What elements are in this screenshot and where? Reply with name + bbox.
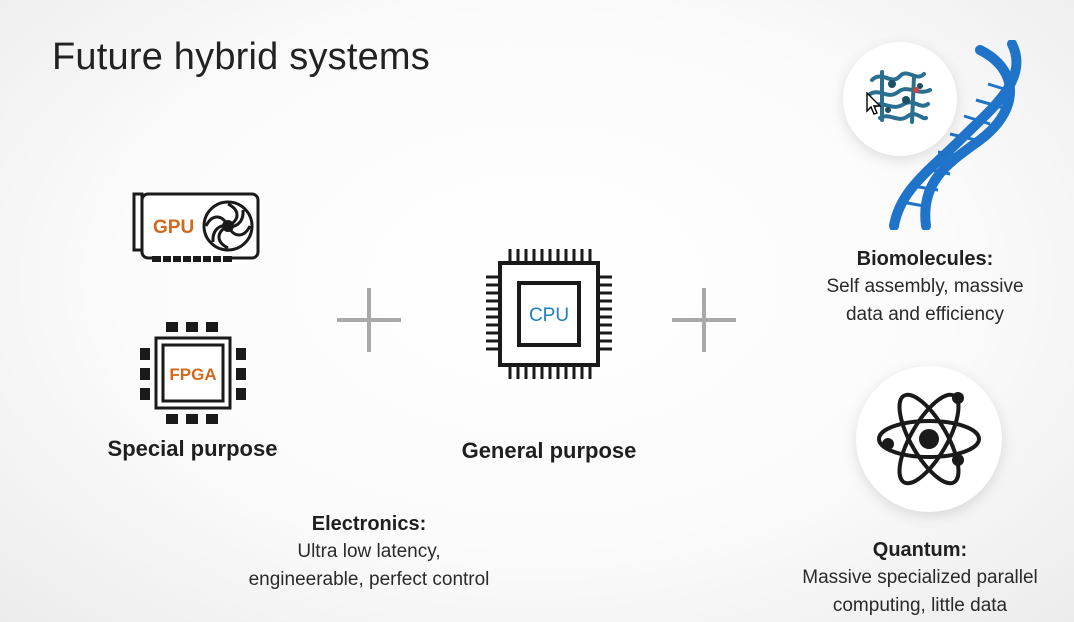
special-purpose-label: Special purpose xyxy=(107,436,278,461)
fpga-icon: FPGA xyxy=(140,322,246,424)
electronics-line-2: engineerable, perfect control xyxy=(248,569,490,590)
protein-icon xyxy=(868,70,932,124)
atom-icon xyxy=(877,392,981,486)
quantum-line-1: Massive specialized parallel xyxy=(802,567,1038,588)
biomolecules-heading: Biomolecules: xyxy=(856,248,994,270)
electronics-heading: Electronics: xyxy=(311,513,427,535)
cpu-icon: CPU xyxy=(486,249,612,379)
general-purpose-label: General purpose xyxy=(461,438,637,463)
electronics-description: Electronics: Ultra low latency, engineer… xyxy=(214,510,524,594)
gpu-label: GPU xyxy=(153,217,194,238)
dna-icon xyxy=(889,40,1022,230)
quantum-description: Quantum: Massive specialized parallel co… xyxy=(770,536,1070,620)
plus-icon xyxy=(337,288,401,352)
quantum-heading: Quantum: xyxy=(872,539,968,561)
fpga-label: FPGA xyxy=(169,365,216,384)
plus-icon xyxy=(672,288,736,352)
biomolecules-line-2: data and efficiency xyxy=(845,304,1005,325)
protein-circle xyxy=(843,42,957,156)
gpu-icon: GPU xyxy=(132,192,260,262)
electronics-line-1: Ultra low latency, xyxy=(297,541,441,562)
slide-title: Future hybrid systems xyxy=(52,36,430,78)
biomolecules-line-1: Self assembly, massive xyxy=(826,276,1024,297)
cpu-label: CPU xyxy=(529,305,569,326)
biomolecules-description: Biomolecules: Self assembly, massive dat… xyxy=(790,245,1060,329)
mouse-cursor-icon xyxy=(866,92,882,115)
quantum-line-2: computing, little data xyxy=(832,595,1008,616)
